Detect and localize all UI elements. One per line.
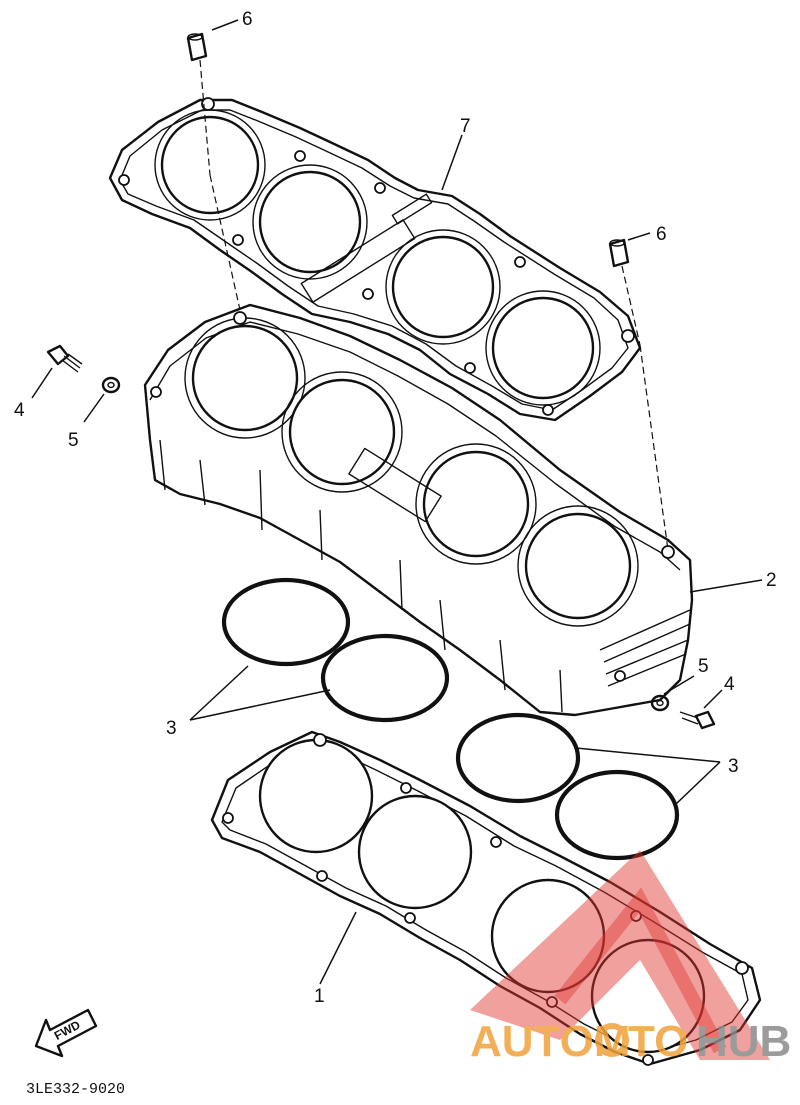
o-ring-3 (455, 712, 581, 804)
watermark-text-to: TO (628, 1017, 688, 1066)
base-gasket (210, 730, 762, 1066)
bolt-right (679, 710, 716, 730)
callout-3-left: 3 (166, 718, 177, 739)
dowel-pin-right (608, 238, 630, 268)
callout-1: 1 (314, 986, 325, 1007)
callout-4-right: 4 (724, 674, 735, 695)
callout-2: 2 (766, 570, 777, 591)
fwd-arrow-label: FWD (52, 1018, 83, 1043)
callout-4-left: 4 (14, 400, 25, 421)
callout-5-left: 5 (68, 430, 79, 451)
o-ring-4 (554, 769, 680, 861)
o-ring-1 (221, 577, 351, 667)
callout-6-right: 6 (656, 224, 667, 245)
callout-7: 7 (460, 116, 471, 137)
callout-3-right: 3 (728, 756, 739, 777)
watermark-text-hub: HUB (696, 1017, 791, 1066)
o-ring-2 (320, 633, 450, 723)
bolt-left (46, 344, 83, 373)
cylinder-block (143, 303, 694, 717)
head-gasket (108, 97, 642, 422)
watermark-logo: AUTOM TO HUB (470, 850, 791, 1066)
dowel-pin-top (186, 32, 208, 62)
watermark-o-icon (595, 1023, 629, 1057)
washer-right (650, 694, 670, 712)
diagram-code: 3LE332-9020 (26, 1081, 125, 1098)
fwd-arrow: FWD (34, 1008, 98, 1058)
callout-5-right: 5 (698, 656, 709, 677)
callout-6-top: 6 (242, 9, 253, 30)
washer-left (101, 376, 121, 394)
